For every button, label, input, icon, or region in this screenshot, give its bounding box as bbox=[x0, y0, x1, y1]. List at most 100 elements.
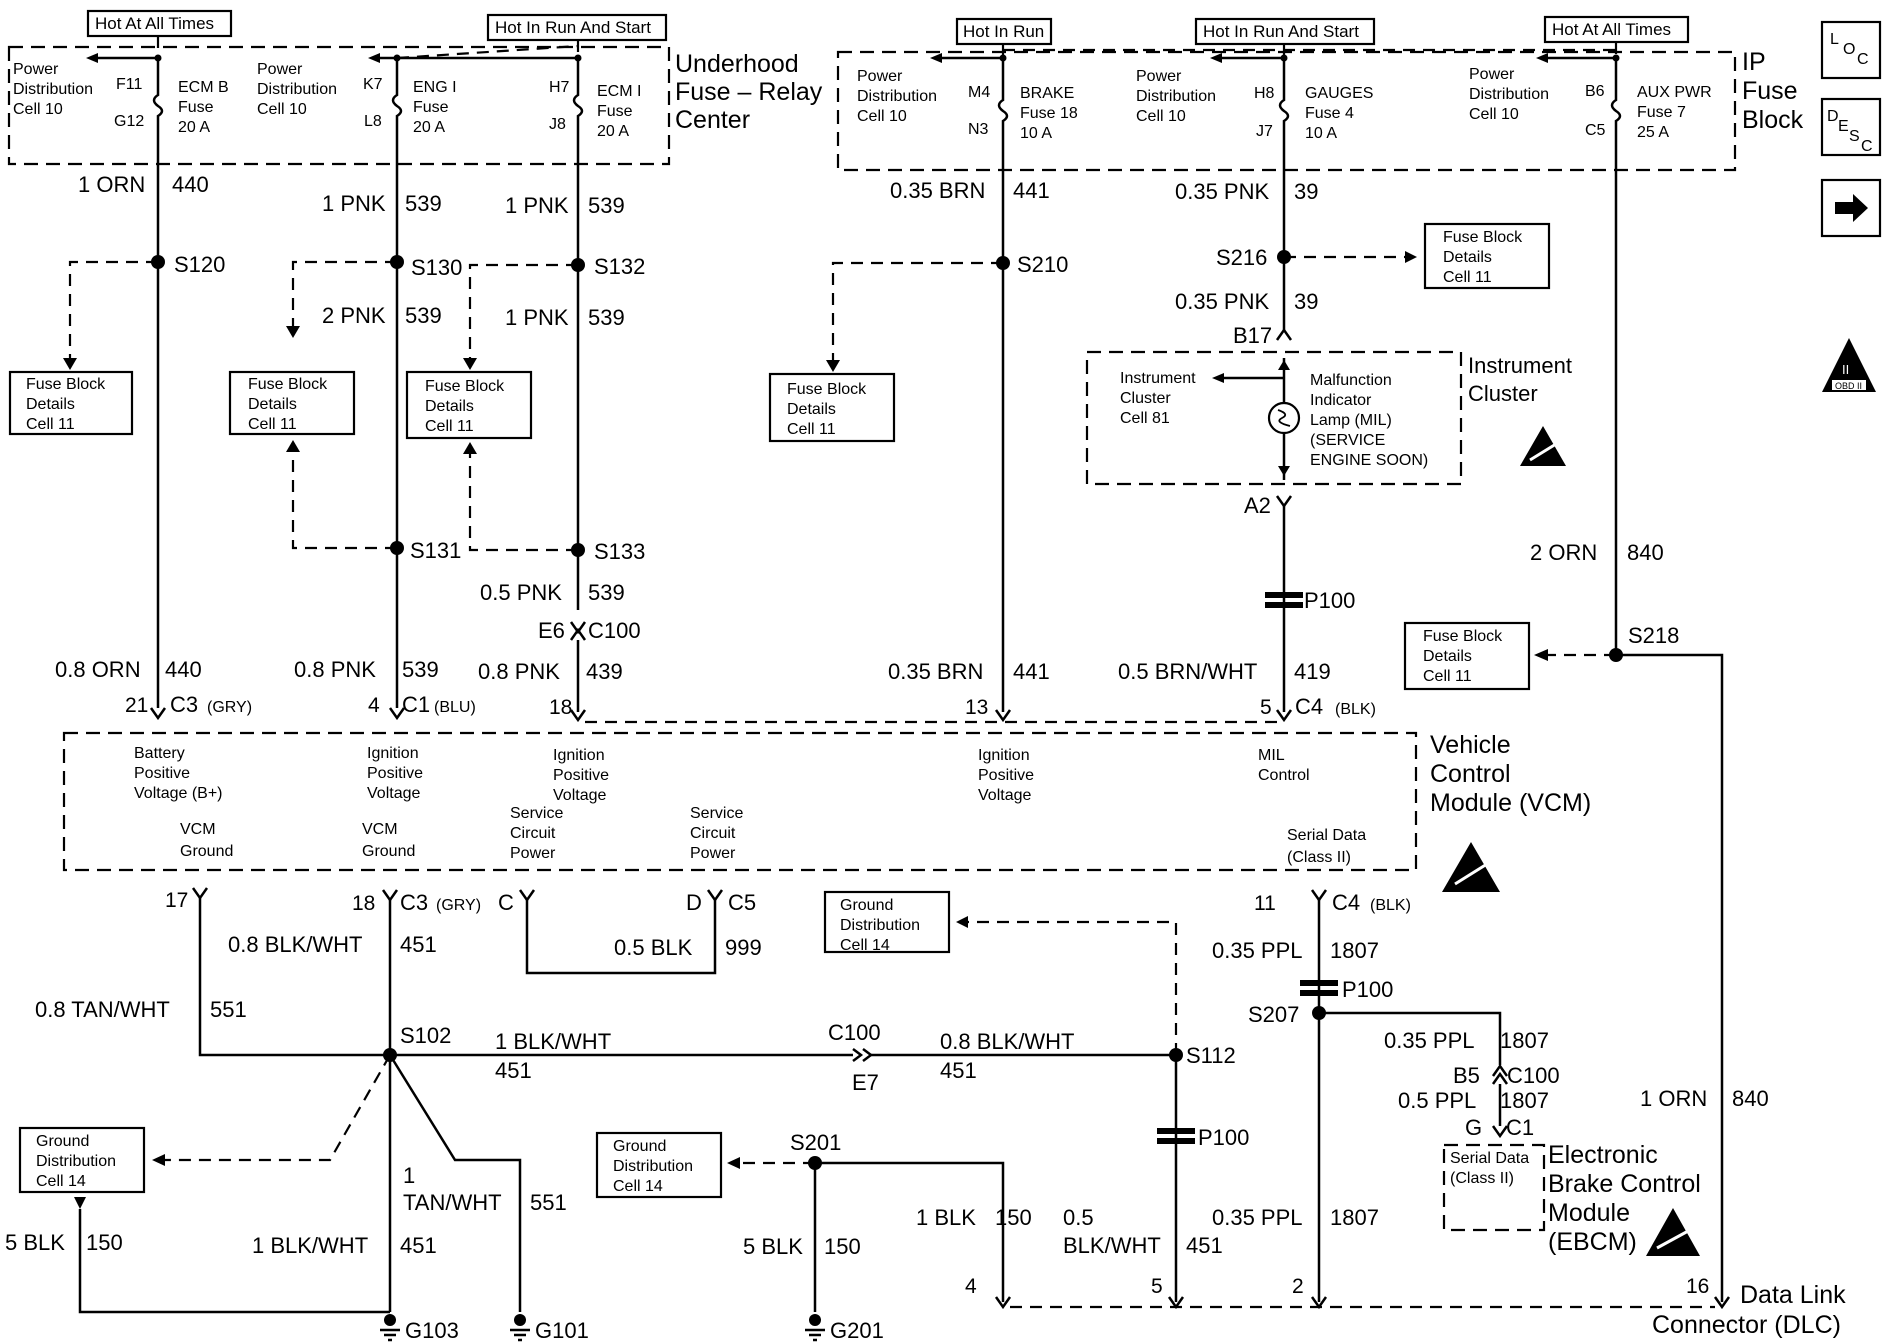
svg-text:840: 840 bbox=[1627, 540, 1664, 565]
splice-s201-label: S201 bbox=[790, 1130, 841, 1155]
svg-text:C: C bbox=[1861, 138, 1873, 155]
svg-text:18: 18 bbox=[549, 696, 572, 719]
svg-text:Vehicle: Vehicle bbox=[1430, 731, 1511, 759]
loc-icon[interactable]: L O C bbox=[1820, 20, 1882, 80]
svg-text:Cell 11: Cell 11 bbox=[425, 418, 474, 435]
svg-text:N3: N3 bbox=[968, 121, 989, 138]
svg-text:C100: C100 bbox=[828, 1020, 881, 1045]
svg-text:13: 13 bbox=[965, 696, 988, 719]
vcm-mil-text: MIL Control bbox=[1258, 747, 1310, 784]
svg-text:G: G bbox=[1465, 1115, 1482, 1140]
svg-text:1: 1 bbox=[403, 1163, 415, 1188]
svg-text:5: 5 bbox=[1260, 696, 1272, 719]
svg-text:ENG I: ENG I bbox=[413, 79, 457, 96]
ip-fuse-block-label: IP Fuse Block bbox=[1742, 48, 1804, 134]
wire-label-blkwht-451-b: 1 BLK/WHT 451 bbox=[495, 1029, 611, 1083]
svg-text:0.35 PPL: 0.35 PPL bbox=[1384, 1028, 1475, 1053]
svg-text:0.5: 0.5 bbox=[1063, 1205, 1094, 1230]
wire-label-brnwht-419: 0.5 BRN/WHT 419 bbox=[1118, 659, 1331, 684]
svg-text:Ignition: Ignition bbox=[367, 745, 419, 762]
svg-text:Details: Details bbox=[1443, 249, 1492, 266]
svg-text:(BLK): (BLK) bbox=[1335, 701, 1376, 718]
svg-text:H7: H7 bbox=[549, 79, 570, 96]
svg-text:M4: M4 bbox=[968, 84, 990, 101]
svg-text:Power: Power bbox=[1136, 68, 1182, 85]
splice-s132-label: S132 bbox=[594, 254, 645, 279]
svg-text:C100: C100 bbox=[588, 618, 641, 643]
vcm-ignition2-text: Ignition Positive Voltage bbox=[553, 747, 609, 804]
fuse-gauges: H8 J7 GAUGES Fuse 4 10 A bbox=[1254, 58, 1373, 332]
connector-pin13-top: 13 bbox=[965, 696, 1012, 723]
svg-text:5 BLK: 5 BLK bbox=[743, 1234, 803, 1259]
ground-distribution-1: Ground Distribution Cell 14 bbox=[823, 890, 951, 954]
svg-text:Ground: Ground bbox=[362, 843, 415, 860]
svg-text:BLK/WHT: BLK/WHT bbox=[1063, 1233, 1161, 1258]
svg-text:39: 39 bbox=[1294, 179, 1318, 204]
connector-b5-c100: B5 C100 bbox=[1453, 1063, 1560, 1088]
svg-text:Voltage: Voltage bbox=[978, 787, 1031, 804]
svg-text:1 PNK: 1 PNK bbox=[505, 193, 569, 218]
svg-text:Module: Module bbox=[1548, 1199, 1630, 1227]
svg-text:ECM I: ECM I bbox=[597, 83, 641, 100]
svg-text:Distribution: Distribution bbox=[857, 88, 937, 105]
svg-text:0.8 PNK: 0.8 PNK bbox=[294, 657, 376, 682]
connector-p100-c: P100 bbox=[1300, 977, 1393, 1002]
svg-text:Cluster: Cluster bbox=[1120, 390, 1171, 407]
svg-text:451: 451 bbox=[400, 932, 437, 957]
svg-text:Fuse 18: Fuse 18 bbox=[1020, 105, 1078, 122]
svg-text:2: 2 bbox=[1292, 1275, 1304, 1298]
svg-text:Positive: Positive bbox=[367, 765, 423, 782]
svg-text:0.8 BLK/WHT: 0.8 BLK/WHT bbox=[940, 1029, 1074, 1054]
svg-text:C3: C3 bbox=[170, 692, 198, 717]
svg-text:Distribution: Distribution bbox=[36, 1153, 116, 1170]
wire-label-pnk05-539: 0.5 PNK 539 bbox=[480, 580, 625, 605]
svg-text:Fuse: Fuse bbox=[178, 99, 214, 116]
svg-text:C4: C4 bbox=[1295, 694, 1323, 719]
svg-text:L8: L8 bbox=[364, 113, 382, 130]
svg-text:39: 39 bbox=[1294, 289, 1318, 314]
svg-text:0.35 BRN: 0.35 BRN bbox=[890, 178, 985, 203]
svg-text:Instrument: Instrument bbox=[1120, 370, 1196, 387]
connector-g-c1: G C1 bbox=[1465, 1115, 1534, 1140]
svg-text:VCM: VCM bbox=[180, 821, 216, 838]
svg-text:L: L bbox=[1830, 31, 1839, 48]
dlc-label: Data Link Connector (DLC) bbox=[1652, 1281, 1846, 1339]
svg-text:(GRY): (GRY) bbox=[207, 699, 252, 716]
svg-text:Center: Center bbox=[675, 106, 750, 134]
connector-c3-bot: 17 18 C3 (GRY) bbox=[165, 887, 481, 915]
splice-s112-label: S112 bbox=[1186, 1043, 1236, 1068]
wire-label-tanwht-551-a: 0.8 TAN/WHT 551 bbox=[35, 997, 247, 1022]
vcm-battery-text: Battery Positive Voltage (B+) bbox=[134, 745, 223, 802]
svg-text:S: S bbox=[1849, 128, 1860, 145]
desc-icon[interactable]: D E S C bbox=[1820, 97, 1882, 157]
svg-text:C1: C1 bbox=[402, 692, 430, 717]
svg-text:Cell 11: Cell 11 bbox=[26, 416, 75, 433]
svg-text:5: 5 bbox=[1151, 1275, 1163, 1298]
svg-text:10 A: 10 A bbox=[1305, 125, 1337, 142]
svg-text:0.8 BLK/WHT: 0.8 BLK/WHT bbox=[228, 932, 362, 957]
svg-text:Fuse – Relay: Fuse – Relay bbox=[675, 78, 823, 106]
instrument-cluster-box bbox=[1085, 350, 1463, 486]
arrow-right-icon[interactable] bbox=[1820, 178, 1882, 238]
wire-label-brn-441-bot: 0.35 BRN 441 bbox=[888, 659, 1050, 684]
wire-label-pnk-539-a: 1 PNK 539 bbox=[322, 191, 442, 216]
svg-text:Ignition: Ignition bbox=[553, 747, 605, 764]
svg-text:Ignition: Ignition bbox=[978, 747, 1030, 764]
svg-text:Battery: Battery bbox=[134, 745, 185, 762]
wire-label-blk5-150-b: 5 BLK 150 bbox=[743, 1234, 861, 1259]
svg-text:Voltage (B+): Voltage (B+) bbox=[134, 785, 223, 802]
svg-text:1 ORN: 1 ORN bbox=[1640, 1086, 1707, 1111]
svg-text:Distribution: Distribution bbox=[1469, 86, 1549, 103]
svg-text:Cell 10: Cell 10 bbox=[857, 108, 907, 125]
vcm-service2-text: Service Circuit Power bbox=[690, 805, 743, 862]
mil-lamp bbox=[1267, 358, 1301, 480]
svg-text:P100: P100 bbox=[1198, 1125, 1249, 1150]
svg-text:Cell 11: Cell 11 bbox=[1423, 668, 1472, 685]
wire-label-pnk08-539: 0.8 PNK 539 bbox=[294, 657, 439, 682]
svg-text:Cell 10: Cell 10 bbox=[13, 101, 63, 118]
pdc-text-3: Power Distribution Cell 10 bbox=[857, 68, 937, 125]
connector-c1-top: 4 C1 (BLU) bbox=[368, 692, 476, 721]
svg-text:J8: J8 bbox=[549, 116, 566, 133]
svg-text:Cell 11: Cell 11 bbox=[1443, 269, 1492, 286]
